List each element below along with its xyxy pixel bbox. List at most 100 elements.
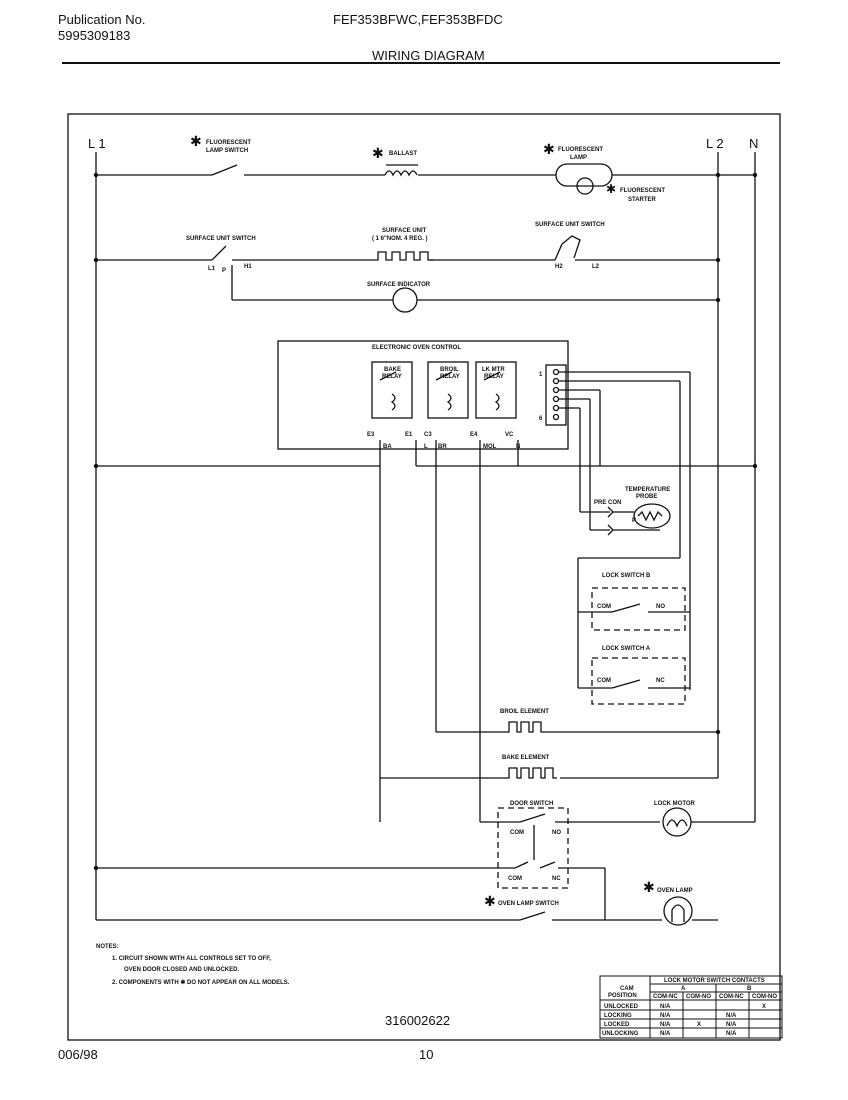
lock-motor-symbol (662, 807, 692, 837)
table-sub-1: COM-NC (653, 994, 678, 1000)
notes-line-3: 2. COMPONENTS WITH ✱ DO NOT APPEAR ON AL… (112, 979, 290, 986)
bake-relay-coil (390, 393, 396, 411)
label-lsb-com: COM (597, 604, 611, 610)
star-ballast: ✱ (372, 145, 384, 161)
label-surface-unit-1: SURFACE UNIT (382, 228, 427, 234)
label-oven-lamp: OVEN LAMP (657, 888, 693, 894)
label-bake-element: BAKE ELEMENT (502, 755, 550, 761)
starter-symbol (576, 177, 594, 195)
label-ds-com-bottom: COM (508, 876, 522, 882)
label-n-small: N (516, 444, 520, 450)
fluor-lamp-tube (555, 163, 613, 187)
table-group-b: B (747, 986, 752, 992)
notes-line-2: OVEN DOOR CLOSED AND UNLOCKED. (124, 967, 239, 973)
lock-relay-coil (494, 393, 500, 411)
label-sw-l1: L1 (208, 266, 216, 272)
label-ba: BA (383, 444, 392, 450)
ballast-coil (384, 170, 418, 177)
label-lsa-com: COM (597, 678, 611, 684)
label-fluor-lamp-1: FLUORESCENT (558, 147, 603, 153)
label-starter-2: STARTER (628, 197, 657, 203)
label-pin1: 1 (539, 372, 543, 378)
notes-heading: NOTES: (96, 944, 119, 950)
label-surface-switch-left: SURFACE UNIT SWITCH (186, 236, 256, 242)
publication-label: Publication No. (58, 12, 146, 27)
label-lock-switch-a: LOCK SWITCH A (602, 646, 651, 652)
label-fluor-switch-2: LAMP SWITCH (206, 148, 248, 154)
label-lock-relay-2: RELAY (484, 374, 504, 380)
label-starter-1: FLUORESCENT (620, 188, 665, 194)
table-row-3-c3: N/A (726, 1022, 737, 1028)
table-row-3-name: LOCKED (604, 1022, 630, 1028)
star-starter: ✱ (606, 182, 616, 196)
label-oven-lamp-switch: OVEN LAMP SWITCH (498, 901, 559, 907)
footer-page-number: 10 (419, 1047, 434, 1062)
surface-indicator-symbol (392, 287, 418, 313)
label-pre-con: PRE CON (594, 500, 621, 506)
label-ballast: BALLAST (389, 151, 417, 157)
diagram-frame (67, 113, 781, 1041)
label-broil-relay-1: BROIL (440, 367, 459, 373)
table-group-a: A (681, 986, 686, 992)
table-row-4-c1: N/A (660, 1031, 671, 1037)
table-row-1-name: UNLOCKED (604, 1004, 639, 1010)
publication-number: 5995309183 (58, 28, 131, 43)
label-pin6: 6 (539, 416, 543, 422)
terminal-l2: L 2 (706, 136, 724, 151)
table-sub-4: COM-NO (752, 994, 777, 1000)
table-cam-header-2: POSITION (608, 993, 637, 999)
drawing-number: 316002622 (385, 1013, 450, 1028)
temperature-probe-symbol (633, 503, 671, 529)
label-lock-motor: LOCK MOTOR (654, 801, 696, 807)
surface-switch-left-blade (211, 245, 227, 261)
broil-element-symbol (505, 721, 545, 733)
label-e3: E3 (367, 432, 375, 438)
header-rule (62, 62, 780, 64)
label-ds-nc: NC (552, 876, 561, 882)
star-oven-lamp: ✱ (643, 879, 655, 895)
oven-lamp-symbol (663, 896, 693, 926)
lock-switch-b-box (591, 587, 686, 631)
label-broil-relay-2: RELAY (440, 374, 460, 380)
label-electronic-control: ELECTRONIC OVEN CONTROL (372, 345, 461, 351)
electronic-control-box (277, 340, 569, 450)
label-bake-relay-2: RELAY (382, 374, 402, 380)
label-mol: MOL (483, 444, 497, 450)
label-surface-switch-right: SURFACE UNIT SWITCH (535, 222, 605, 228)
label-fluor-lamp-2: LAMP (570, 155, 587, 161)
surface-switch-right-blade (561, 235, 581, 259)
label-probe-p: P (632, 518, 636, 524)
label-lsa-nc: NC (656, 678, 665, 684)
label-lock-switch-b: LOCK SWITCH B (602, 573, 651, 579)
label-ds-no: NO (552, 830, 561, 836)
label-temp-probe-1: TEMPERATURE (625, 487, 670, 493)
notes-line-1: 1. CIRCUIT SHOWN WITH ALL CONTROLS SET T… (112, 956, 271, 962)
lock-switch-a-box (591, 657, 686, 705)
terminal-n: N (749, 136, 758, 151)
surface-element (372, 251, 434, 261)
label-sw-h2: H2 (555, 264, 563, 270)
label-surface-indicator: SURFACE INDICATOR (367, 282, 431, 288)
star-fluor-lamp: ✱ (543, 141, 555, 157)
label-l: L (424, 444, 428, 450)
label-ds-com-top: COM (510, 830, 524, 836)
bake-element-symbol (505, 767, 557, 779)
table-row-2-name: LOCKING (604, 1013, 632, 1019)
table-row-3-c1: N/A (660, 1022, 671, 1028)
label-e1: E1 (405, 432, 413, 438)
label-surface-unit-2: ( 1 6"NOM. 4 REG. ) (372, 236, 428, 242)
model-numbers: FEF353BFWC,FEF353BFDC (333, 12, 503, 27)
label-bake-relay-1: BAKE (384, 367, 401, 373)
table-row-4-name: UNLOCKING (602, 1031, 639, 1037)
table-cam-header-1: CAM (620, 986, 634, 992)
label-door-switch: DOOR SWITCH (510, 801, 553, 807)
footer-date: 006/98 (58, 1047, 98, 1062)
label-br: BR (438, 444, 447, 450)
label-broil-element: BROIL ELEMENT (500, 709, 549, 715)
table-row-1-c4: X (762, 1004, 766, 1010)
fluor-switch-blade (211, 164, 238, 176)
table-row-3-c2: X (697, 1022, 701, 1028)
label-e4: E4 (470, 432, 478, 438)
table-row-1-c1: N/A (660, 1004, 671, 1010)
table-row-2-c1: N/A (660, 1013, 671, 1019)
